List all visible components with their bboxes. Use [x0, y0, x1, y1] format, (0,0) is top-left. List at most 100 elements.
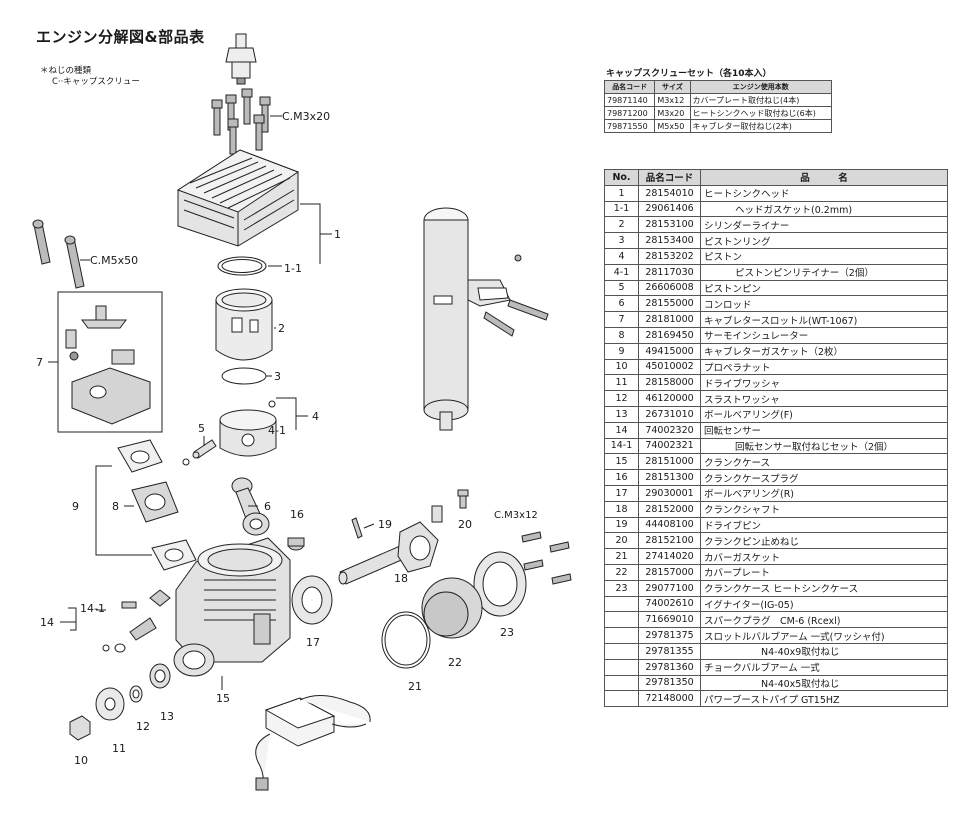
part-number: 4 [604, 247, 639, 265]
callout-21: 21 [408, 680, 422, 693]
callout-9: 9 [72, 500, 79, 513]
part-name: シリンダーライナー [700, 216, 948, 234]
part-number: 14-1 [604, 437, 639, 455]
part-name: スラストワッシャ [700, 390, 948, 407]
part-number: 18 [604, 500, 639, 518]
cover-plate-illustration [421, 577, 483, 639]
front-bearing-illustration [149, 663, 171, 689]
part-name: コンロッド [700, 295, 948, 313]
part-code: 28154010 [638, 184, 701, 202]
part-name: クランクケース ヒートシンクケース [700, 579, 948, 597]
part-number: 6 [604, 295, 639, 313]
part-number: 23 [604, 579, 639, 597]
drive-washer-illustration [95, 687, 125, 721]
part-number: 1-1 [604, 200, 639, 218]
part-code: 28153400 [638, 232, 701, 249]
piston-pin-illustration [192, 439, 217, 459]
callout-c-m5x50: C.M5x50 [90, 254, 138, 267]
part-name: N4-40x9取付ねじ [700, 642, 948, 660]
part-number: 21 [604, 548, 639, 565]
cap-cell-usage: ヒートシンクヘッド取付ねじ(6本) [689, 106, 833, 120]
crankcase-plug-illustration [287, 537, 305, 551]
part-name: カバーガスケット [700, 548, 948, 565]
heat-sink-head-illustration [176, 149, 300, 247]
part-name: 回転センサー取付ねじセット（2個） [700, 437, 948, 455]
part-name: N4-40x5取付ねじ [700, 674, 948, 692]
part-number: 9 [604, 342, 639, 360]
part-number: 12 [604, 390, 639, 407]
callout-3: 3 [274, 370, 281, 383]
screw-note-cap-screw: C··キャップスクリュー [52, 77, 140, 87]
callout-22: 22 [448, 656, 462, 669]
page-title: エンジン分解図&部品表 [36, 28, 205, 46]
part-name: パワーブーストパイプ GT15HZ [700, 690, 948, 708]
part-code: 28158000 [638, 374, 701, 392]
part-name: ボールベアリング(R) [700, 484, 948, 502]
cap-screw-set-title: キャップスクリューセット（各10本入） [606, 69, 772, 79]
part-name: キャブレタースロットル(WT-1067) [700, 311, 948, 328]
part-name: クランクシャフト [700, 500, 948, 518]
part-code: 44408100 [638, 516, 701, 534]
piston-illustration [219, 409, 277, 457]
part-number: 4-1 [604, 263, 639, 281]
drive-pin-illustration [351, 517, 363, 539]
callout-19: 19 [378, 518, 392, 531]
part-code: 29781360 [638, 658, 701, 676]
callout-c-m3x20: C.M3x20 [282, 110, 330, 123]
part-number [604, 690, 639, 708]
cover-gasket-illustration [381, 611, 431, 669]
carburetor-illustration [65, 305, 151, 425]
part-name: ピストン [700, 247, 948, 265]
part-code: 27414020 [638, 548, 701, 565]
part-number: 8 [604, 326, 639, 344]
igniter-illustration [255, 695, 371, 791]
part-number: 16 [604, 469, 639, 486]
head-screws-illustration [211, 88, 271, 155]
screw-note-heading: ＊ねじの種類 [40, 66, 92, 76]
part-code: 29077100 [638, 579, 701, 597]
cap-header-usage: エンジン使用本数 [689, 80, 833, 94]
thrust-washer-illustration [129, 685, 143, 703]
screw-type-note: ＊ねじの種類 C··キャップスクリュー [40, 66, 140, 88]
part-code: 28151300 [638, 469, 701, 486]
part-number: 17 [604, 484, 639, 502]
cap-cell-code: 79871200 [603, 106, 656, 120]
callout-10: 10 [74, 754, 88, 767]
carburetor-gasket-illustration [117, 439, 197, 571]
parts-header-no: No. [604, 169, 639, 186]
part-name: ヘッドガスケット(0.2mm) [700, 200, 948, 218]
table-row: 79871140 M3x12 カバープレート取付ねじ(4本) [603, 93, 833, 107]
part-code: 28153100 [638, 216, 701, 234]
part-number: 15 [604, 453, 639, 471]
callout-12: 12 [136, 720, 150, 733]
prop-nut-illustration [69, 715, 91, 741]
part-code: 26731010 [638, 405, 701, 423]
part-code: 29781375 [638, 627, 701, 644]
part-code: 72148000 [638, 690, 701, 708]
part-name: イグナイター(IG-05) [700, 595, 948, 613]
part-number: 7 [604, 311, 639, 328]
part-code: 28153202 [638, 247, 701, 265]
part-name: プロペラナット [700, 358, 948, 376]
callout-7: 7 [36, 356, 43, 369]
part-code: 28152100 [638, 532, 701, 550]
part-number: 14 [604, 421, 639, 439]
part-number [604, 627, 639, 644]
